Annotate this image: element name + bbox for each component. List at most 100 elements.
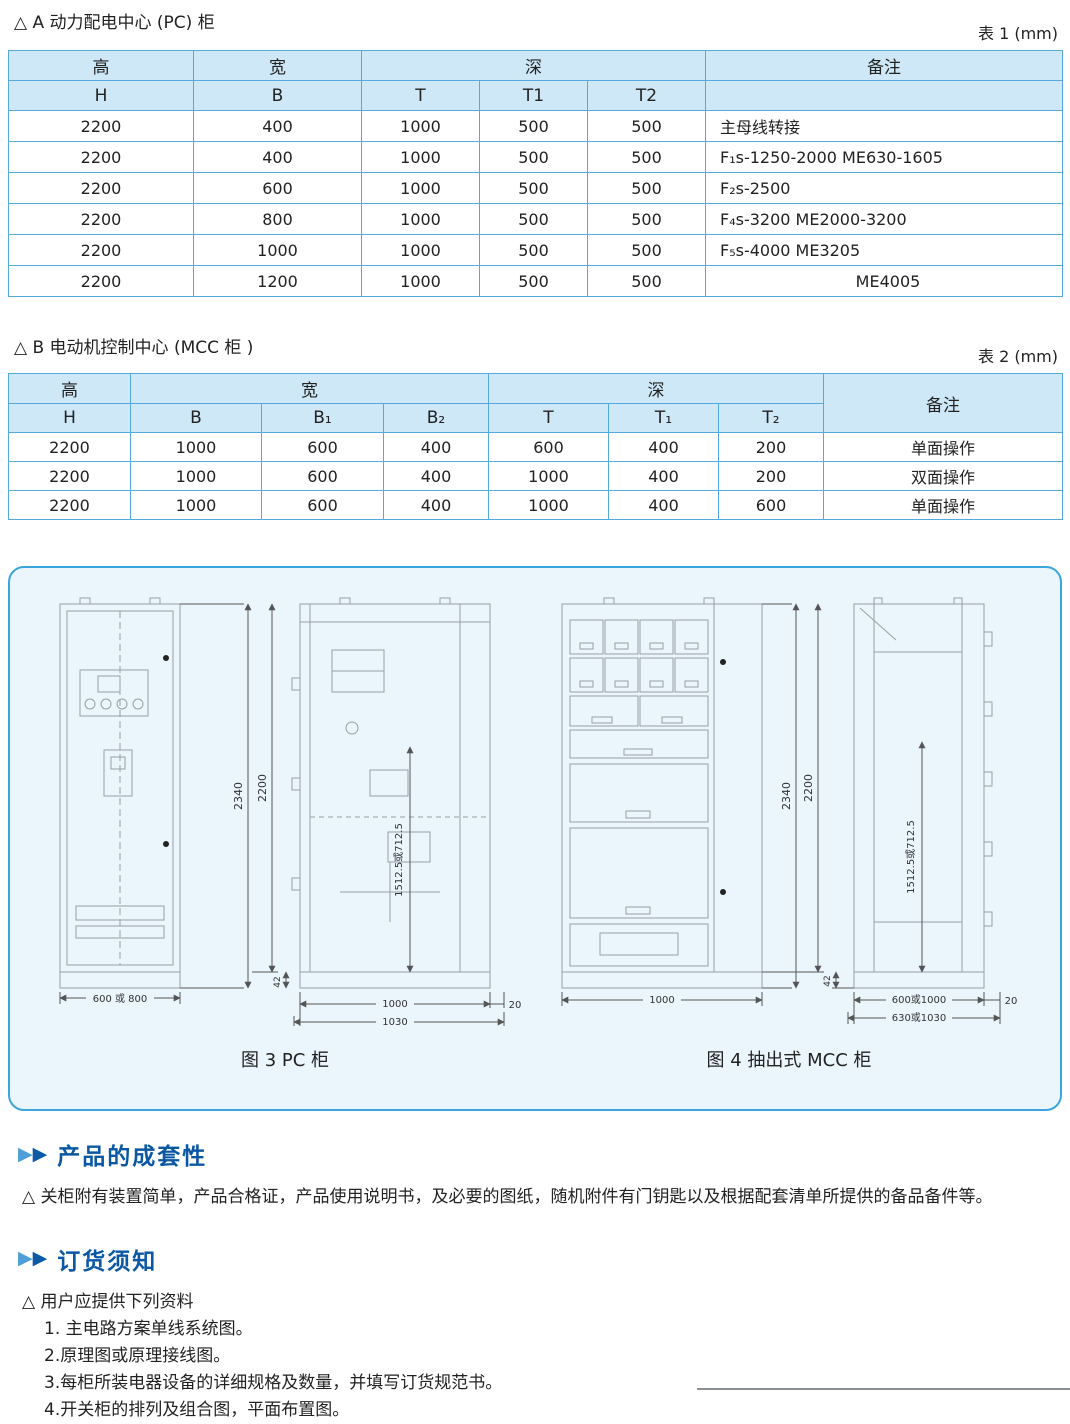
- cell: [705, 80, 1063, 111]
- cell: 1000: [361, 203, 480, 235]
- cell: 600: [261, 432, 384, 462]
- cell: F₂s-2500: [705, 172, 1063, 204]
- pc-front-view: [59, 597, 181, 989]
- cell: 1000: [361, 265, 480, 297]
- dim-label-base: 42: [823, 975, 833, 986]
- pc-cabinet-drawing: 2340 2200 1512.5或712.5 42 600 或 800 1000…: [59, 597, 522, 1028]
- cell: T₂: [718, 403, 824, 433]
- cell: 500: [587, 141, 706, 173]
- cell: 1000: [130, 461, 262, 491]
- cell: B: [193, 80, 362, 111]
- dim-label-front-width: 1000: [649, 995, 674, 1006]
- cell: 500: [587, 110, 706, 142]
- cell: 500: [479, 110, 588, 142]
- cell: 2200: [8, 432, 131, 462]
- cell: B₂: [383, 403, 489, 433]
- table-row: 2200 400 1000 500 500 主母线转接: [8, 110, 1063, 142]
- cell: 1000: [361, 110, 480, 142]
- cell: 单面操作: [823, 432, 1063, 462]
- dim-label-door: 20: [509, 1000, 522, 1011]
- figure-mcc-cabinet: 2340 2200 1512.5或712.5 42 1000 600或1000 …: [544, 592, 1034, 1072]
- cell: 500: [587, 234, 706, 266]
- mcc-dim-labels: 2340 2200 1512.5或712.5 42 1000 600或1000 …: [643, 774, 1017, 1024]
- cell: 备注: [705, 50, 1063, 81]
- cell: T₁: [608, 403, 719, 433]
- dim-label-depth: 600或1000: [892, 994, 947, 1006]
- cell: 高: [8, 373, 131, 404]
- dim-label-door: 20: [1005, 996, 1018, 1007]
- cell: 深: [361, 50, 706, 81]
- footer-divider: [697, 1388, 1070, 1390]
- cell: 500: [479, 203, 588, 235]
- cell: ME4005: [705, 265, 1063, 297]
- cell: F₁s-1250-2000 ME630-1605: [705, 141, 1063, 173]
- drawings-panel: 2340 2200 1512.5或712.5 42 600 或 800 1000…: [8, 566, 1062, 1111]
- cell: 1200: [193, 265, 362, 297]
- figure4-caption: 图 4 抽出式 MCC 柜: [706, 1050, 872, 1071]
- table-row: H B B₁ B₂ T T₁ T₂: [8, 403, 1063, 433]
- table-row: 高 宽 深 备注: [8, 50, 1063, 81]
- section-b-title: △ B 电动机控制中心 (MCC 柜 ): [14, 338, 254, 358]
- cell: 2200: [8, 203, 194, 235]
- dim-label-front-width: 600 或 800: [93, 993, 148, 1005]
- cell: 单面操作: [823, 490, 1063, 520]
- figure-pc-cabinet: 2340 2200 1512.5或712.5 42 600 或 800 1000…: [40, 592, 530, 1072]
- cell: 宽: [193, 50, 362, 81]
- dim-label-depth: 1000: [382, 999, 407, 1010]
- cell: 500: [479, 141, 588, 173]
- cell: 高: [8, 50, 194, 81]
- cell: F₄s-3200 ME2000-3200: [705, 203, 1063, 235]
- table-row: 2200 800 1000 500 500 F₄s-3200 ME2000-32…: [8, 203, 1063, 235]
- cell: 500: [479, 265, 588, 297]
- section-heading-completeness: ▶ ▶ 产品的成套性: [18, 1137, 1062, 1171]
- cell: 500: [587, 203, 706, 235]
- cell: 500: [479, 172, 588, 204]
- list-item: 4.开关柜的排列及组合图，平面布置图。: [44, 1399, 350, 1420]
- cell: 备注: [823, 373, 1063, 433]
- table-row: 高 宽 深 备注: [8, 373, 1063, 433]
- cell: 600: [718, 490, 824, 520]
- pc-side-view: [291, 597, 491, 989]
- cell: 2200: [8, 110, 194, 142]
- ordering-intro: △ 用户应提供下列资料: [22, 1291, 194, 1312]
- cell: 600: [488, 432, 609, 462]
- cell: 宽: [130, 373, 489, 404]
- cell: 200: [718, 432, 824, 462]
- cell: 400: [608, 461, 719, 491]
- cell: H: [8, 403, 131, 433]
- completeness-body: △ 关柜附有装置简单，产品合格证，产品使用说明书，及必要的图纸，随机附件有门钥匙…: [22, 1187, 993, 1207]
- table-row: 2200 400 1000 500 500 F₁s-1250-2000 ME63…: [8, 141, 1063, 173]
- cell: 400: [608, 490, 719, 520]
- cell: 1000: [361, 234, 480, 266]
- cell: 600: [261, 490, 384, 520]
- cell: 2200: [8, 234, 194, 266]
- table-row: 2200 1000 600 400 1000 400 600 单面操作: [8, 490, 1063, 520]
- cell: 400: [608, 432, 719, 462]
- dim-label-depth-outer: 1030: [382, 1017, 407, 1028]
- cell: 400: [383, 490, 489, 520]
- cell: 1000: [361, 172, 480, 204]
- cell: T: [361, 80, 480, 111]
- cell: 600: [193, 172, 362, 204]
- table1-caption: 表 1 (mm): [977, 24, 1058, 43]
- cell: 400: [193, 110, 362, 142]
- cell: 600: [261, 461, 384, 491]
- dim-label-mid-height: 1512.5或712.5: [393, 823, 405, 897]
- table-pc-dimensions: 高 宽 深 备注 H B T T1 T2 2200 400 1000 500 5…: [8, 50, 1063, 297]
- cell: 2200: [8, 461, 131, 491]
- figure3-caption: 图 3 PC 柜: [240, 1050, 330, 1071]
- cell: 400: [193, 141, 362, 173]
- dim-label-base: 42: [273, 976, 283, 987]
- table-row: 2200 1000 600 400 1000 400 200 双面操作: [8, 461, 1063, 491]
- cell: 1000: [130, 490, 262, 520]
- cell: 400: [383, 461, 489, 491]
- table-mcc-dimensions: 高 宽 深 备注 H B B₁ B₂ T T₁ T₂ 2200 1000 600…: [8, 373, 1063, 520]
- dim-label-2200: 2200: [802, 774, 815, 802]
- ordering-list: 1. 主电路方案单线系统图。 2.原理图或原理接线图。 3.每柜所装电器设备的详…: [44, 1316, 1062, 1424]
- cell: 1000: [488, 490, 609, 520]
- cell: 1000: [488, 461, 609, 491]
- table2-caption: 表 2 (mm): [977, 347, 1058, 366]
- cell: 主母线转接: [705, 110, 1063, 142]
- dim-label-2200: 2200: [256, 774, 269, 802]
